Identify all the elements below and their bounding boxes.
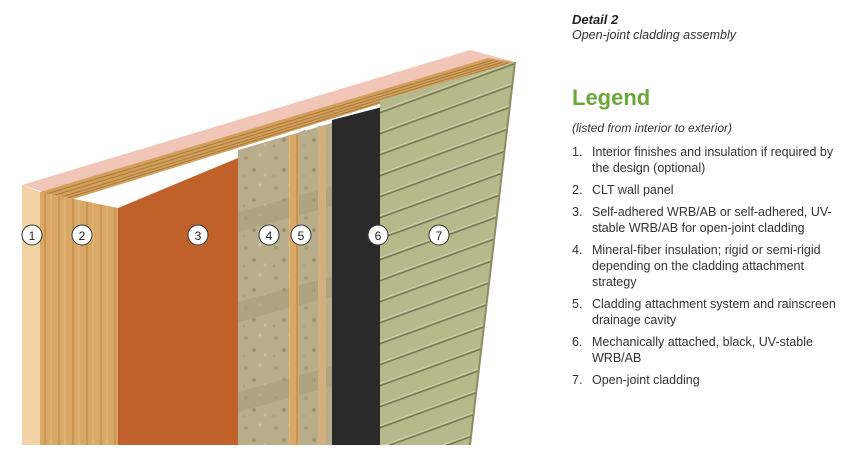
callout-4: 4 — [258, 224, 280, 246]
svg-text:4: 4 — [266, 229, 273, 243]
layer-2-clt-panel — [40, 192, 118, 445]
layer-5-attachment-girt-2 — [318, 126, 326, 445]
callout-2: 2 — [71, 224, 93, 246]
legend-item: 4. Mineral-fiber insulation; rigid or sem… — [572, 242, 842, 290]
legend-item-number: 2. — [572, 183, 583, 197]
legend-item-number: 1. — [572, 145, 583, 159]
svg-text:7: 7 — [436, 229, 443, 243]
legend-item-text: Cladding attachment system and rainscree… — [592, 297, 836, 327]
legend-item: 3. Self-adhered WRB/AB or self-adhered, U… — [572, 204, 842, 236]
svg-text:5: 5 — [298, 229, 305, 243]
callout-1: 1 — [21, 224, 43, 246]
legend-panel: Detail 2 Open-joint cladding assembly Le… — [572, 12, 842, 394]
legend-item-text: Interior finishes and insulation if requ… — [592, 145, 834, 175]
legend-list: 1. Interior finishes and insulation if re… — [572, 144, 842, 388]
callout-3: 3 — [187, 224, 209, 246]
legend-item: 7. Open-joint cladding — [572, 372, 842, 388]
legend-item: 5. Cladding attachment system and rainscr… — [572, 296, 842, 328]
legend-note: (listed from interior to exterior) — [572, 121, 733, 135]
callout-7: 7 — [428, 224, 450, 246]
legend-item-text: Open-joint cladding — [592, 373, 700, 387]
layer-7-open-joint-cladding — [380, 62, 515, 445]
detail-title: Detail 2 — [572, 12, 619, 27]
legend-item-number: 7. — [572, 373, 583, 387]
legend-item-number: 3. — [572, 205, 583, 219]
svg-text:2: 2 — [79, 229, 86, 243]
callout-5: 5 — [290, 224, 312, 246]
legend-item-text: Mechanically attached, black, UV-stable … — [592, 335, 813, 365]
cladding-edge — [469, 61, 516, 446]
legend-item-number: 4. — [572, 243, 583, 257]
legend-item-text: Self-adhered WRB/AB or self-adhered, UV-… — [592, 205, 832, 235]
legend-item-number: 6. — [572, 335, 583, 349]
legend-item-number: 5. — [572, 297, 583, 311]
wall-assembly-diagram: 1 2 3 4 5 6 7 — [21, 50, 516, 446]
callout-6: 6 — [367, 224, 389, 246]
svg-text:6: 6 — [375, 229, 382, 243]
layer-5-attachment-girt — [289, 135, 299, 445]
legend-heading: Legend — [572, 85, 651, 110]
top-edge-clt-layer — [40, 58, 515, 200]
detail-subtitle: Open-joint cladding assembly — [572, 28, 736, 42]
layer-1-interior-finish — [22, 185, 40, 445]
legend-item-text: Mineral-fiber insulation; rigid or semi-… — [592, 243, 821, 289]
legend-item: 2. CLT wall panel — [572, 182, 842, 198]
svg-text:3: 3 — [195, 229, 202, 243]
legend-item: 6. Mechanically attached, black, UV-stabl… — [572, 334, 842, 366]
legend-item-text: CLT wall panel — [592, 183, 674, 197]
legend-item: 1. Interior finishes and insulation if re… — [572, 144, 842, 176]
svg-text:1: 1 — [29, 229, 36, 243]
